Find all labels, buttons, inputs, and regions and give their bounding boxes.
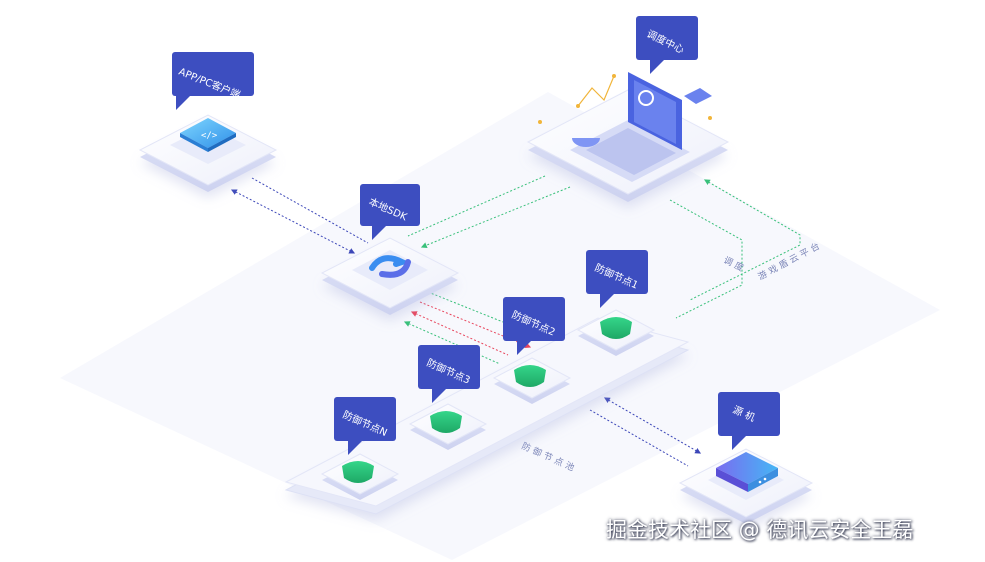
defense-node-1 bbox=[576, 309, 656, 356]
defense-node-3 bbox=[408, 403, 488, 450]
defense-origin-connector-2 bbox=[589, 409, 689, 467]
defense-tag-1: 防御节点1 bbox=[586, 250, 648, 308]
watermark: 掘金技术社区 @ 德讯云安全王磊 bbox=[606, 518, 914, 542]
shield-icon bbox=[430, 411, 462, 433]
dispatch-control-connector bbox=[669, 199, 743, 319]
client-sdk-connector bbox=[230, 189, 356, 254]
dispatch-sdk-connector-2 bbox=[407, 175, 546, 237]
client-node: </> bbox=[138, 114, 278, 192]
server-icon bbox=[716, 452, 778, 492]
sparkle-decorations bbox=[538, 74, 712, 124]
sdk-defense-green-2 bbox=[403, 321, 501, 365]
shield-icon bbox=[600, 317, 632, 339]
sdk-loop-icon bbox=[369, 255, 411, 278]
sdk-defense-red-2 bbox=[410, 311, 509, 356]
laptop-dashboard-icon bbox=[570, 72, 712, 182]
defense-tag-2: 防御节点2 bbox=[503, 297, 565, 355]
sdk-defense-green-1 bbox=[427, 291, 550, 342]
shield-icon bbox=[342, 461, 374, 483]
dispatch-tag: 调度中心 bbox=[636, 16, 698, 74]
sdk-tag: 本地SDK bbox=[360, 184, 420, 240]
code-window-icon: </> bbox=[180, 118, 236, 152]
defense-node-2 bbox=[492, 357, 572, 404]
defense-tag-n: 防御节点N bbox=[334, 397, 396, 455]
origin-node bbox=[678, 448, 814, 524]
platform-connector bbox=[689, 179, 801, 301]
sdk-node bbox=[320, 237, 460, 315]
defense-node-n bbox=[320, 453, 400, 500]
dispatch-node bbox=[526, 72, 730, 202]
dispatch-sdk-connector bbox=[420, 186, 571, 248]
shield-icon bbox=[514, 365, 546, 387]
defense-tag-3: 防御节点3 bbox=[418, 345, 480, 403]
origin-tag: 源 机 bbox=[718, 392, 780, 450]
client-tag: APP/PC客户端 bbox=[172, 52, 254, 110]
svg-text:</>: </> bbox=[201, 131, 218, 141]
platform-plane bbox=[60, 92, 940, 560]
